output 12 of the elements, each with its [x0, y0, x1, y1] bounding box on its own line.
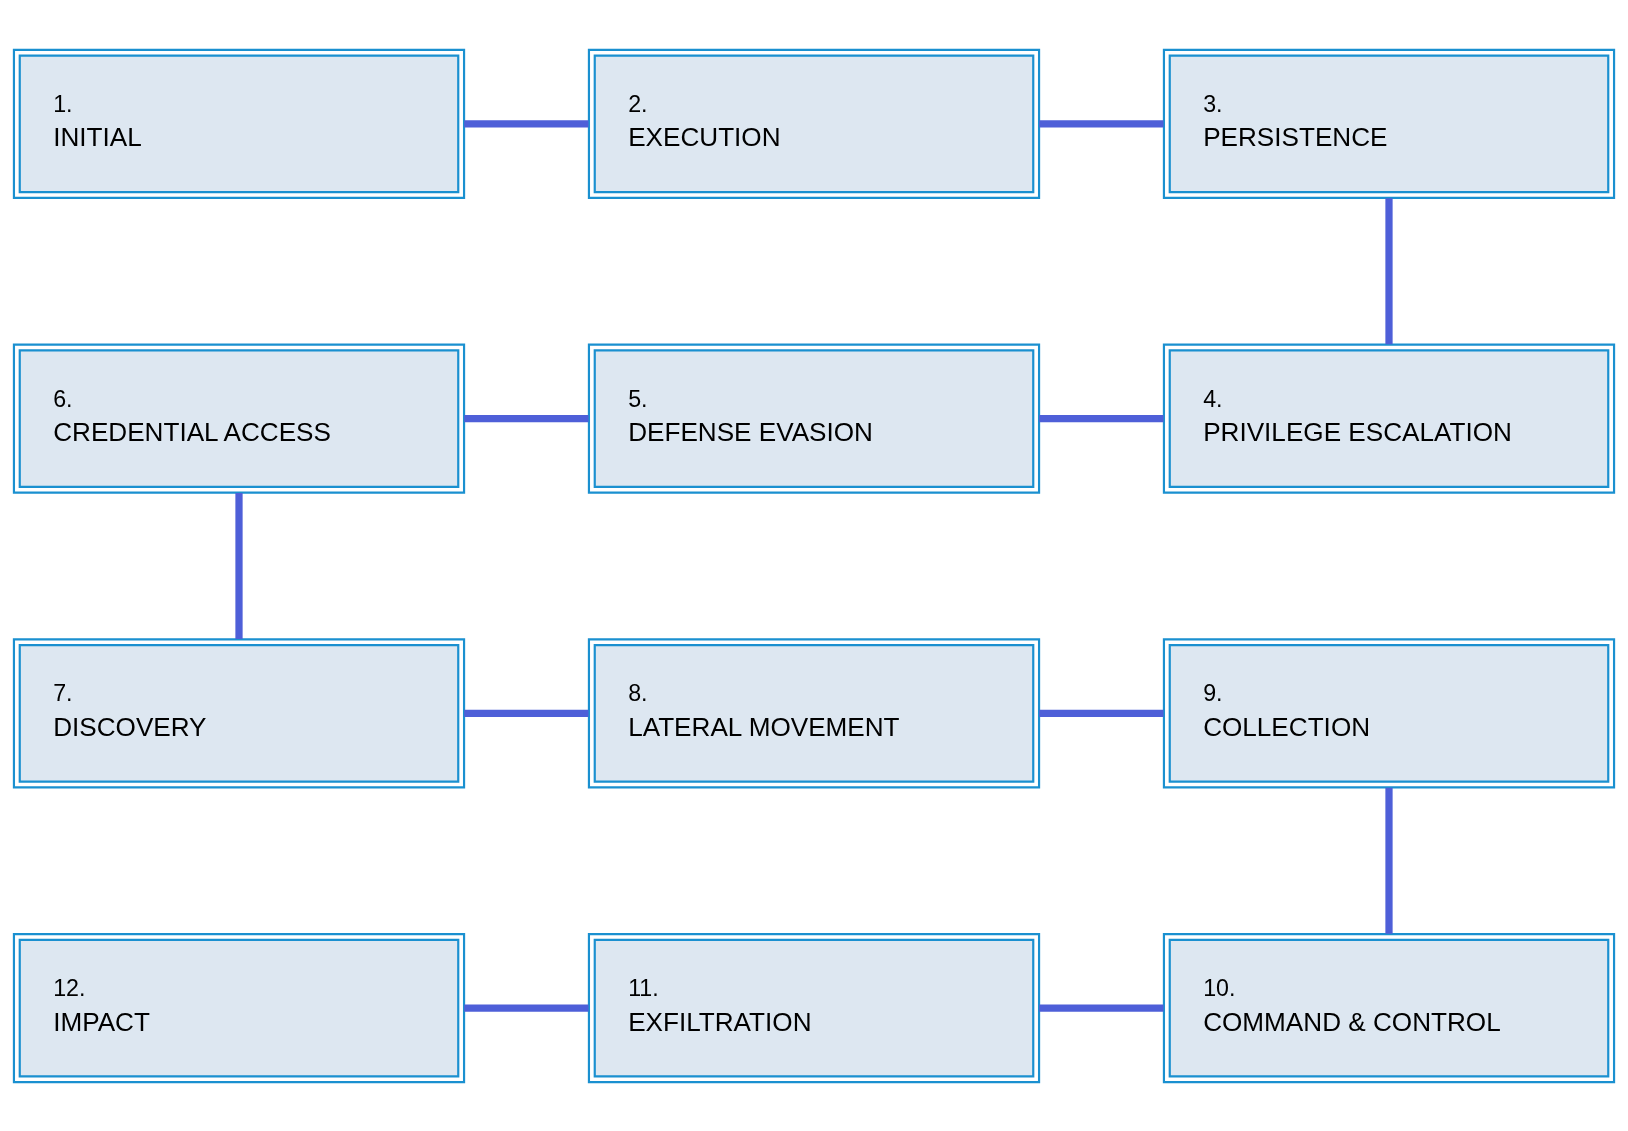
node-box: 3. PERSISTENCE: [1162, 48, 1616, 199]
node-box: 8. LATERAL MOVEMENT: [587, 637, 1041, 788]
node-box: 11. EXFILTRATION: [587, 932, 1041, 1083]
node-box: 2. EXECUTION: [587, 48, 1041, 199]
node-box: 1. INITIAL: [12, 48, 466, 199]
node-box: 6. CREDENTIAL ACCESS: [12, 343, 466, 494]
node-box: 10. COMMAND & CONTROL: [1162, 932, 1616, 1083]
node-box: 7. DISCOVERY: [12, 637, 466, 788]
node-box: 4. PRIVILEGE ESCALATION: [1162, 343, 1616, 494]
node-box: 12. IMPACT: [12, 932, 466, 1083]
node-box: 9. COLLECTION: [1162, 637, 1616, 788]
node-box: 5. DEFENSE EVASION: [587, 343, 1041, 494]
